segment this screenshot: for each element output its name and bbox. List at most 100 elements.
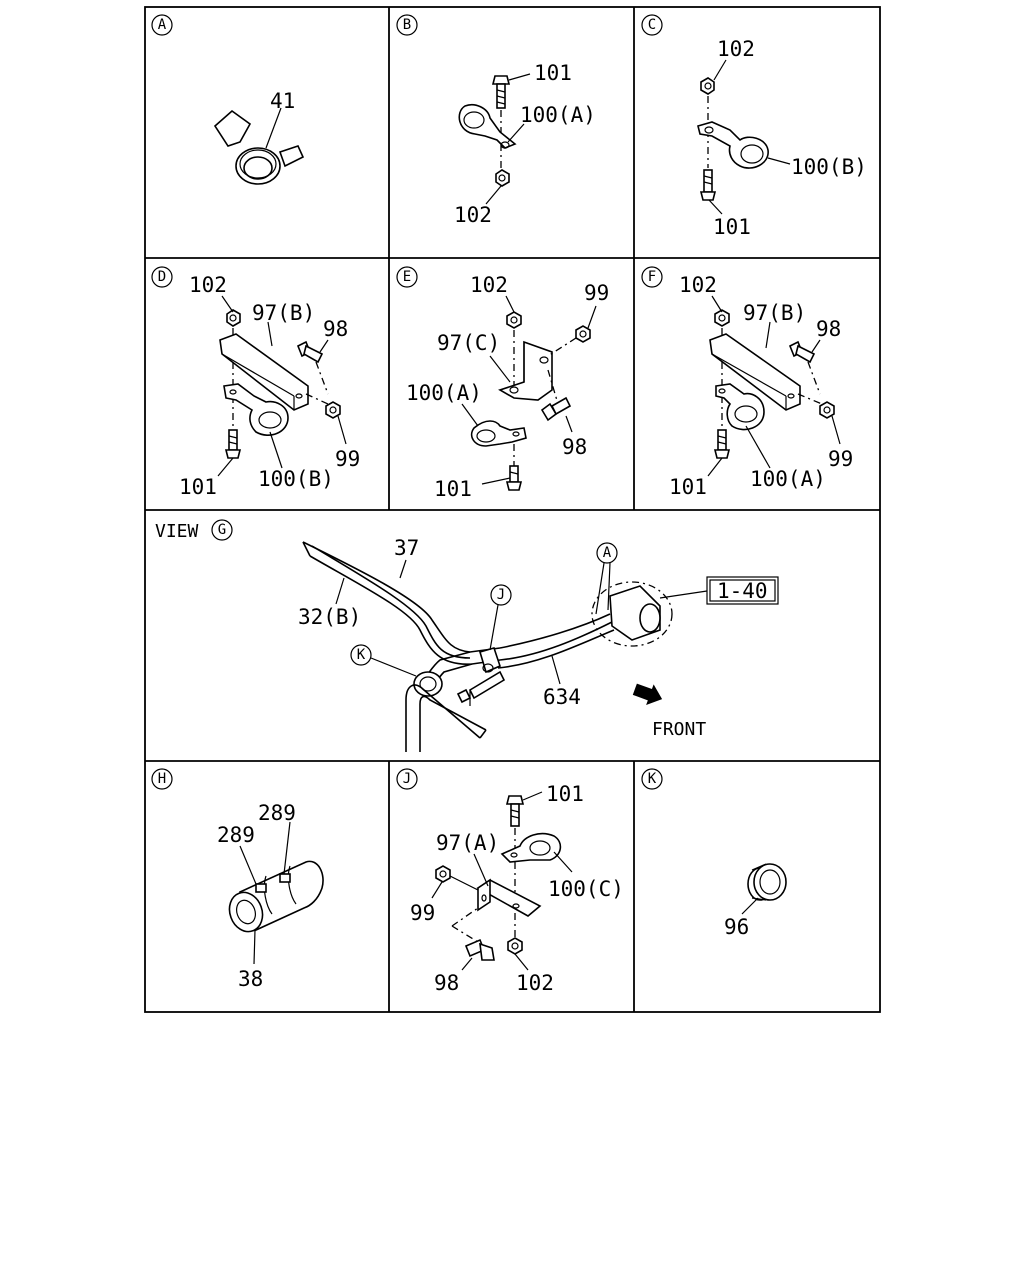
svg-text:K: K [648, 771, 657, 787]
panel-g: VIEW G [155, 519, 779, 752]
label-101: 101 [713, 215, 751, 239]
ref-box-1-40: 1-40 [659, 576, 779, 605]
label-97b: 97(B) [743, 301, 806, 325]
label-102: 102 [717, 37, 755, 61]
front-label: FRONT [652, 719, 706, 740]
panel-b: B 101 100(A) 102 [396, 14, 596, 227]
label-98: 98 [434, 971, 459, 995]
clip-part [500, 832, 562, 863]
view-label: VIEW [155, 521, 199, 542]
label-98: 98 [562, 435, 587, 459]
label-100b: 100(B) [791, 155, 867, 179]
clip-part [458, 103, 517, 149]
panel-h: H 289 289 38 [151, 768, 324, 991]
label-99: 99 [828, 447, 853, 471]
nut-part [575, 325, 591, 343]
grommet-part [747, 863, 787, 901]
clip-part [715, 383, 765, 431]
svg-text:A: A [603, 545, 612, 561]
clamp-j-part [456, 647, 506, 706]
nut-part [226, 309, 241, 327]
nut-part [435, 865, 451, 883]
grid-frame [144, 6, 881, 1013]
callout-marker-j: J [489, 584, 512, 651]
label-98: 98 [323, 317, 348, 341]
nut-part [819, 401, 835, 419]
nut-part [506, 311, 522, 329]
label-38: 38 [238, 967, 263, 991]
panel-j: J [396, 768, 624, 995]
bolt-part [464, 938, 495, 961]
label-634: 634 [543, 685, 581, 709]
tie-part [255, 873, 291, 893]
bolt-part [540, 396, 572, 422]
label-100b: 100(B) [258, 467, 334, 491]
panel-a: A 41 [151, 14, 305, 185]
bolt-part [224, 429, 242, 459]
clip-part [697, 121, 769, 169]
panel-marker-e: E [396, 266, 418, 288]
label-100a: 100(A) [406, 381, 482, 405]
label-102: 102 [679, 273, 717, 297]
label-101: 101 [669, 475, 707, 499]
hose-37 [302, 541, 501, 665]
nut-part [507, 937, 523, 955]
svg-text:J: J [497, 587, 505, 603]
label-97c: 97(C) [437, 331, 500, 355]
bolt-part [296, 340, 324, 364]
panel-f: F [641, 266, 853, 499]
hose-32b [311, 545, 471, 659]
bolt-part [491, 75, 511, 109]
label-102: 102 [516, 971, 554, 995]
bolt-part [505, 795, 525, 827]
label-41: 41 [270, 89, 295, 113]
nut-part [714, 309, 730, 327]
grommet-part [413, 671, 443, 697]
label-98: 98 [816, 317, 841, 341]
svg-text:F: F [648, 269, 656, 285]
label-101: 101 [546, 782, 584, 806]
label-37: 37 [394, 536, 419, 560]
label-100a: 100(A) [520, 103, 596, 127]
label-102: 102 [189, 273, 227, 297]
nut-part [700, 77, 715, 95]
panel-marker-a: A [151, 14, 173, 36]
label-102: 102 [470, 273, 508, 297]
label-97a: 97(A) [436, 831, 499, 855]
panel-d: D [151, 266, 360, 499]
panel-marker-c: C [641, 14, 663, 36]
label-100c: 100(C) [548, 877, 624, 901]
panel-c: C 102 100(B) 101 [641, 14, 867, 239]
label-289: 289 [258, 801, 296, 825]
panel-marker-k: K [641, 768, 663, 790]
svg-text:G: G [218, 522, 226, 538]
bolt-part [788, 340, 816, 364]
svg-text:J: J [403, 771, 411, 787]
label-99: 99 [335, 447, 360, 471]
label-289: 289 [217, 823, 255, 847]
svg-text:B: B [403, 17, 411, 33]
bracket-part [498, 340, 553, 401]
panel-marker-g: G [211, 519, 233, 541]
bolt-part [699, 169, 717, 201]
panel-marker-d: D [151, 266, 173, 288]
bracket-part [709, 333, 801, 411]
label-99: 99 [584, 281, 609, 305]
label-102: 102 [454, 203, 492, 227]
label-101: 101 [179, 475, 217, 499]
label-96: 96 [724, 915, 749, 939]
callout-marker-k: K [350, 644, 417, 677]
label-101: 101 [434, 477, 472, 501]
bracket-part [219, 333, 309, 411]
callout-marker-a: A [595, 542, 618, 615]
svg-text:D: D [158, 269, 166, 285]
label-32b: 32(B) [298, 605, 361, 629]
connector-part [591, 581, 673, 647]
label-101: 101 [534, 61, 572, 85]
svg-text:H: H [158, 771, 166, 787]
label-100a: 100(A) [750, 467, 826, 491]
panel-marker-h: H [151, 768, 173, 790]
clip-part [223, 383, 289, 436]
svg-text:1-40: 1-40 [717, 579, 768, 603]
